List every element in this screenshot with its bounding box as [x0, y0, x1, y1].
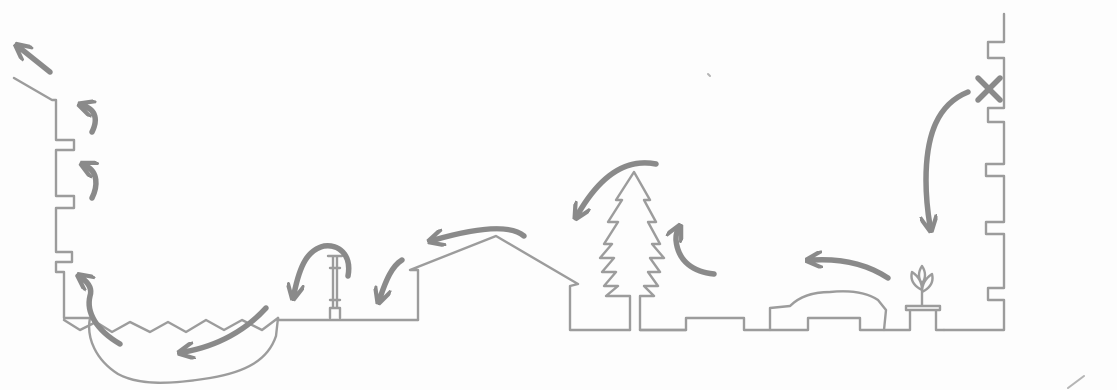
arrow-top-left-escape [20, 48, 50, 72]
arrow-tower-down [926, 92, 968, 226]
arrow-wall-curl-1 [84, 106, 95, 132]
left-cliff-wall [14, 78, 90, 318]
house-roof [410, 236, 630, 330]
lamp-post [328, 256, 342, 318]
x-mark-icon [978, 78, 1000, 100]
arrow-car-left [812, 260, 888, 278]
arrow-tree-right-up [676, 230, 714, 274]
arrow-basin-rise [82, 278, 120, 344]
arrow-house-wall-down [380, 260, 402, 298]
right-tower-wall [944, 14, 1004, 330]
potted-plant [884, 266, 944, 330]
ground-line [640, 318, 770, 330]
arrow-lamp-curl [294, 246, 349, 294]
arrow-roof-left [434, 229, 524, 240]
arrow-wall-curl-2 [86, 166, 96, 198]
car [770, 291, 886, 330]
pine-tree [600, 172, 686, 330]
